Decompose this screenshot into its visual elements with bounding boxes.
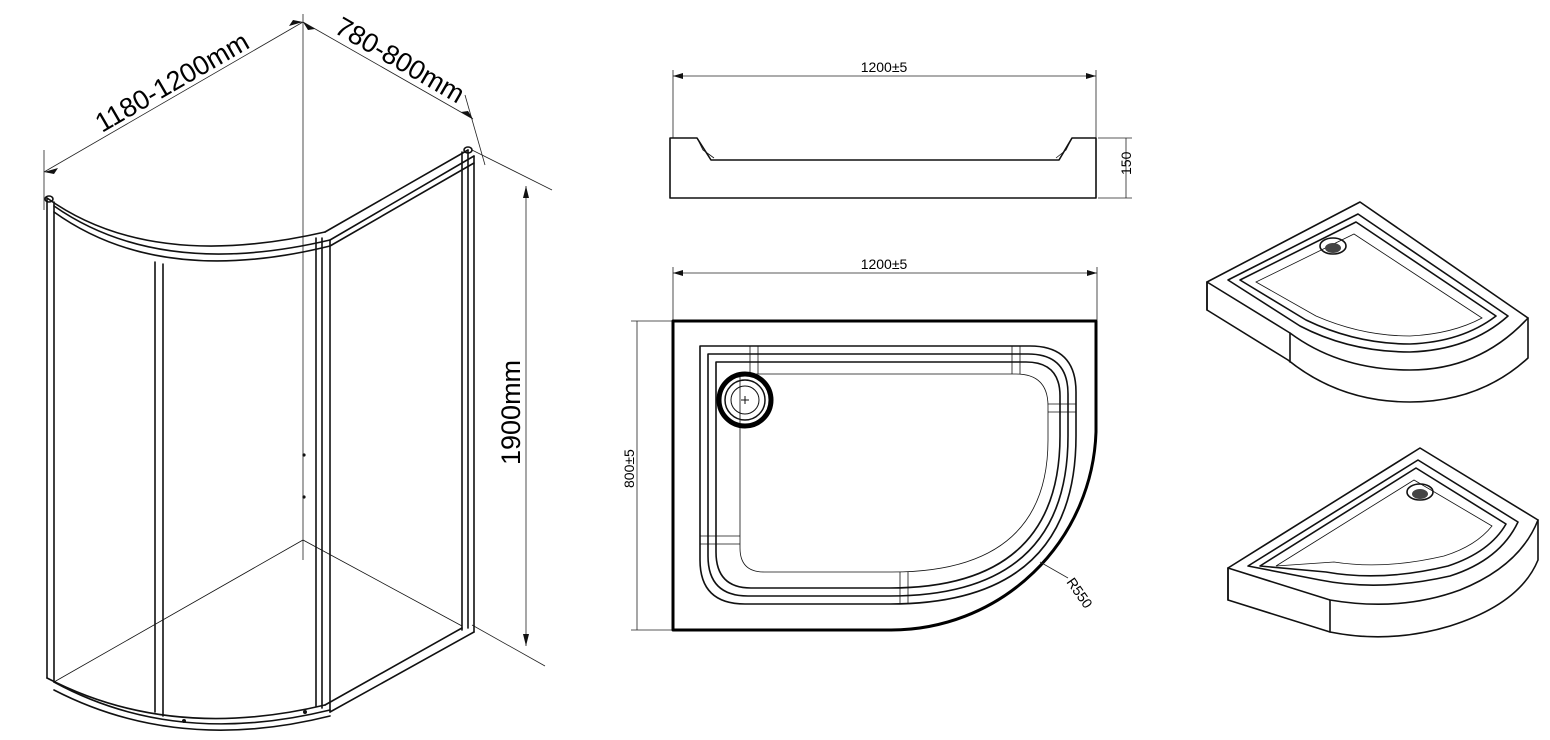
shower-enclosure-drawing: 1180-1200mm 780-800mm 1900mm: [43, 11, 553, 731]
enclosure-height-dimension: 1900mm: [471, 149, 553, 667]
enclosure-width-dimension: 1180-1200mm: [43, 14, 304, 560]
tray-top-length-label: 1200±5: [861, 256, 908, 272]
tray-isometric-view-upper: [1206, 201, 1529, 403]
enclosure-depth-dimension: 780-800mm: [302, 11, 486, 166]
enclosure-frame: [44, 146, 475, 731]
tray-side-view: 1200±5 150: [669, 59, 1134, 199]
enclosure-width-label: 1180-1200mm: [90, 26, 254, 138]
tray-top-view: 1200±5 800±5 R55: [621, 256, 1098, 632]
tray-side-length-label: 1200±5: [861, 59, 908, 75]
tray-top-depth-label: 800±5: [621, 449, 637, 488]
drain-icon: [716, 371, 774, 429]
tray-radius-label: R550: [1064, 575, 1096, 612]
tray-outer-outline: [671, 319, 1098, 632]
tray-isometric-view-lower: [1227, 447, 1539, 638]
tray-side-height-label: 150: [1118, 151, 1134, 175]
enclosure-depth-label: 780-800mm: [330, 11, 470, 109]
enclosure-height-label: 1900mm: [496, 360, 526, 465]
